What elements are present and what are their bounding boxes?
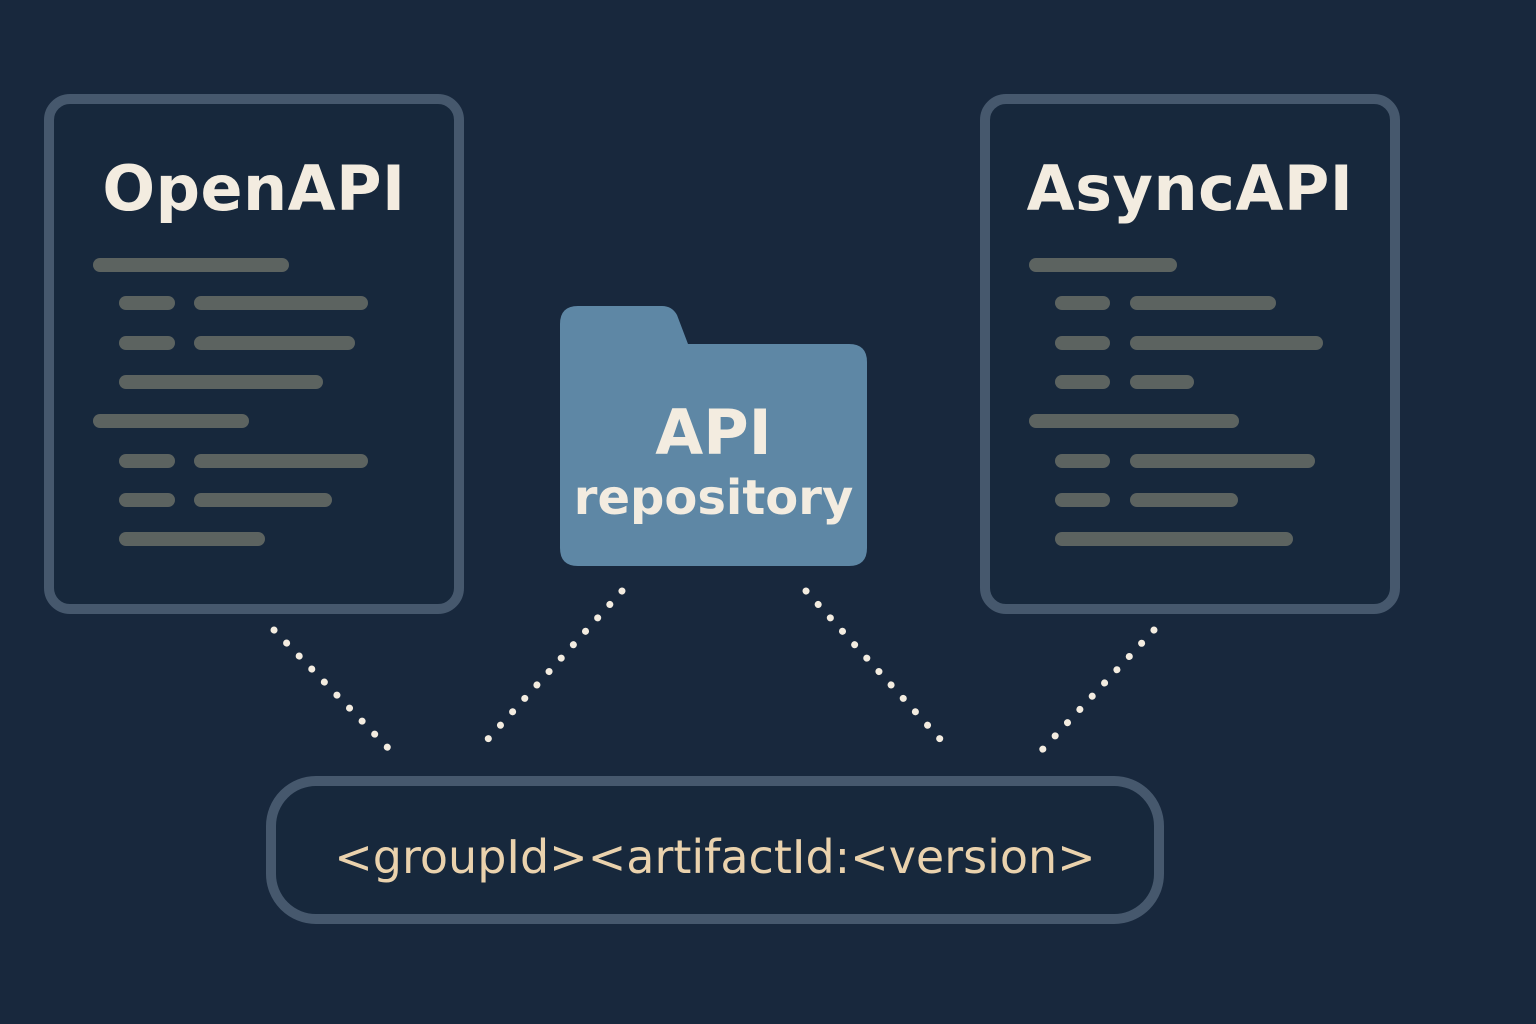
folder-label-api: API xyxy=(655,396,772,469)
openapi-document-card: OpenAPI xyxy=(44,94,464,614)
artifact-coordinates-text: <groupId><artifactId:<version> xyxy=(334,830,1096,884)
connector-asyncapi xyxy=(1038,626,1158,754)
connector-openapi xyxy=(270,626,394,754)
code-line xyxy=(119,532,265,546)
code-line xyxy=(1029,258,1177,272)
code-line xyxy=(194,454,368,468)
code-line xyxy=(93,258,289,272)
code-line xyxy=(119,454,175,468)
code-line xyxy=(1029,414,1239,428)
code-line xyxy=(1055,493,1110,507)
code-line xyxy=(1055,336,1110,350)
openapi-title: OpenAPI xyxy=(102,152,406,225)
code-line xyxy=(119,493,175,507)
connector-folder-left xyxy=(474,587,626,754)
code-line xyxy=(1130,454,1315,468)
artifact-coordinates-box: <groupId><artifactId:<version> xyxy=(266,776,1164,924)
connector-folder-right xyxy=(802,587,954,754)
api-repository-folder: API repository xyxy=(560,306,867,566)
code-line xyxy=(1130,296,1276,310)
asyncapi-title: AsyncAPI xyxy=(1026,152,1354,225)
code-line xyxy=(119,336,175,350)
folder-icon xyxy=(560,306,867,566)
code-line xyxy=(1055,454,1110,468)
code-line xyxy=(1055,296,1110,310)
code-line xyxy=(1055,375,1110,389)
code-line xyxy=(93,414,249,428)
code-line xyxy=(194,493,332,507)
code-line xyxy=(194,296,368,310)
code-line xyxy=(1055,532,1293,546)
folder-label-repository: repository xyxy=(573,470,854,526)
code-line xyxy=(194,336,355,350)
asyncapi-document-card: AsyncAPI xyxy=(980,94,1400,614)
code-line xyxy=(1130,493,1238,507)
code-line xyxy=(119,296,175,310)
code-line xyxy=(119,375,323,389)
code-line xyxy=(1130,336,1323,350)
code-line xyxy=(1130,375,1194,389)
